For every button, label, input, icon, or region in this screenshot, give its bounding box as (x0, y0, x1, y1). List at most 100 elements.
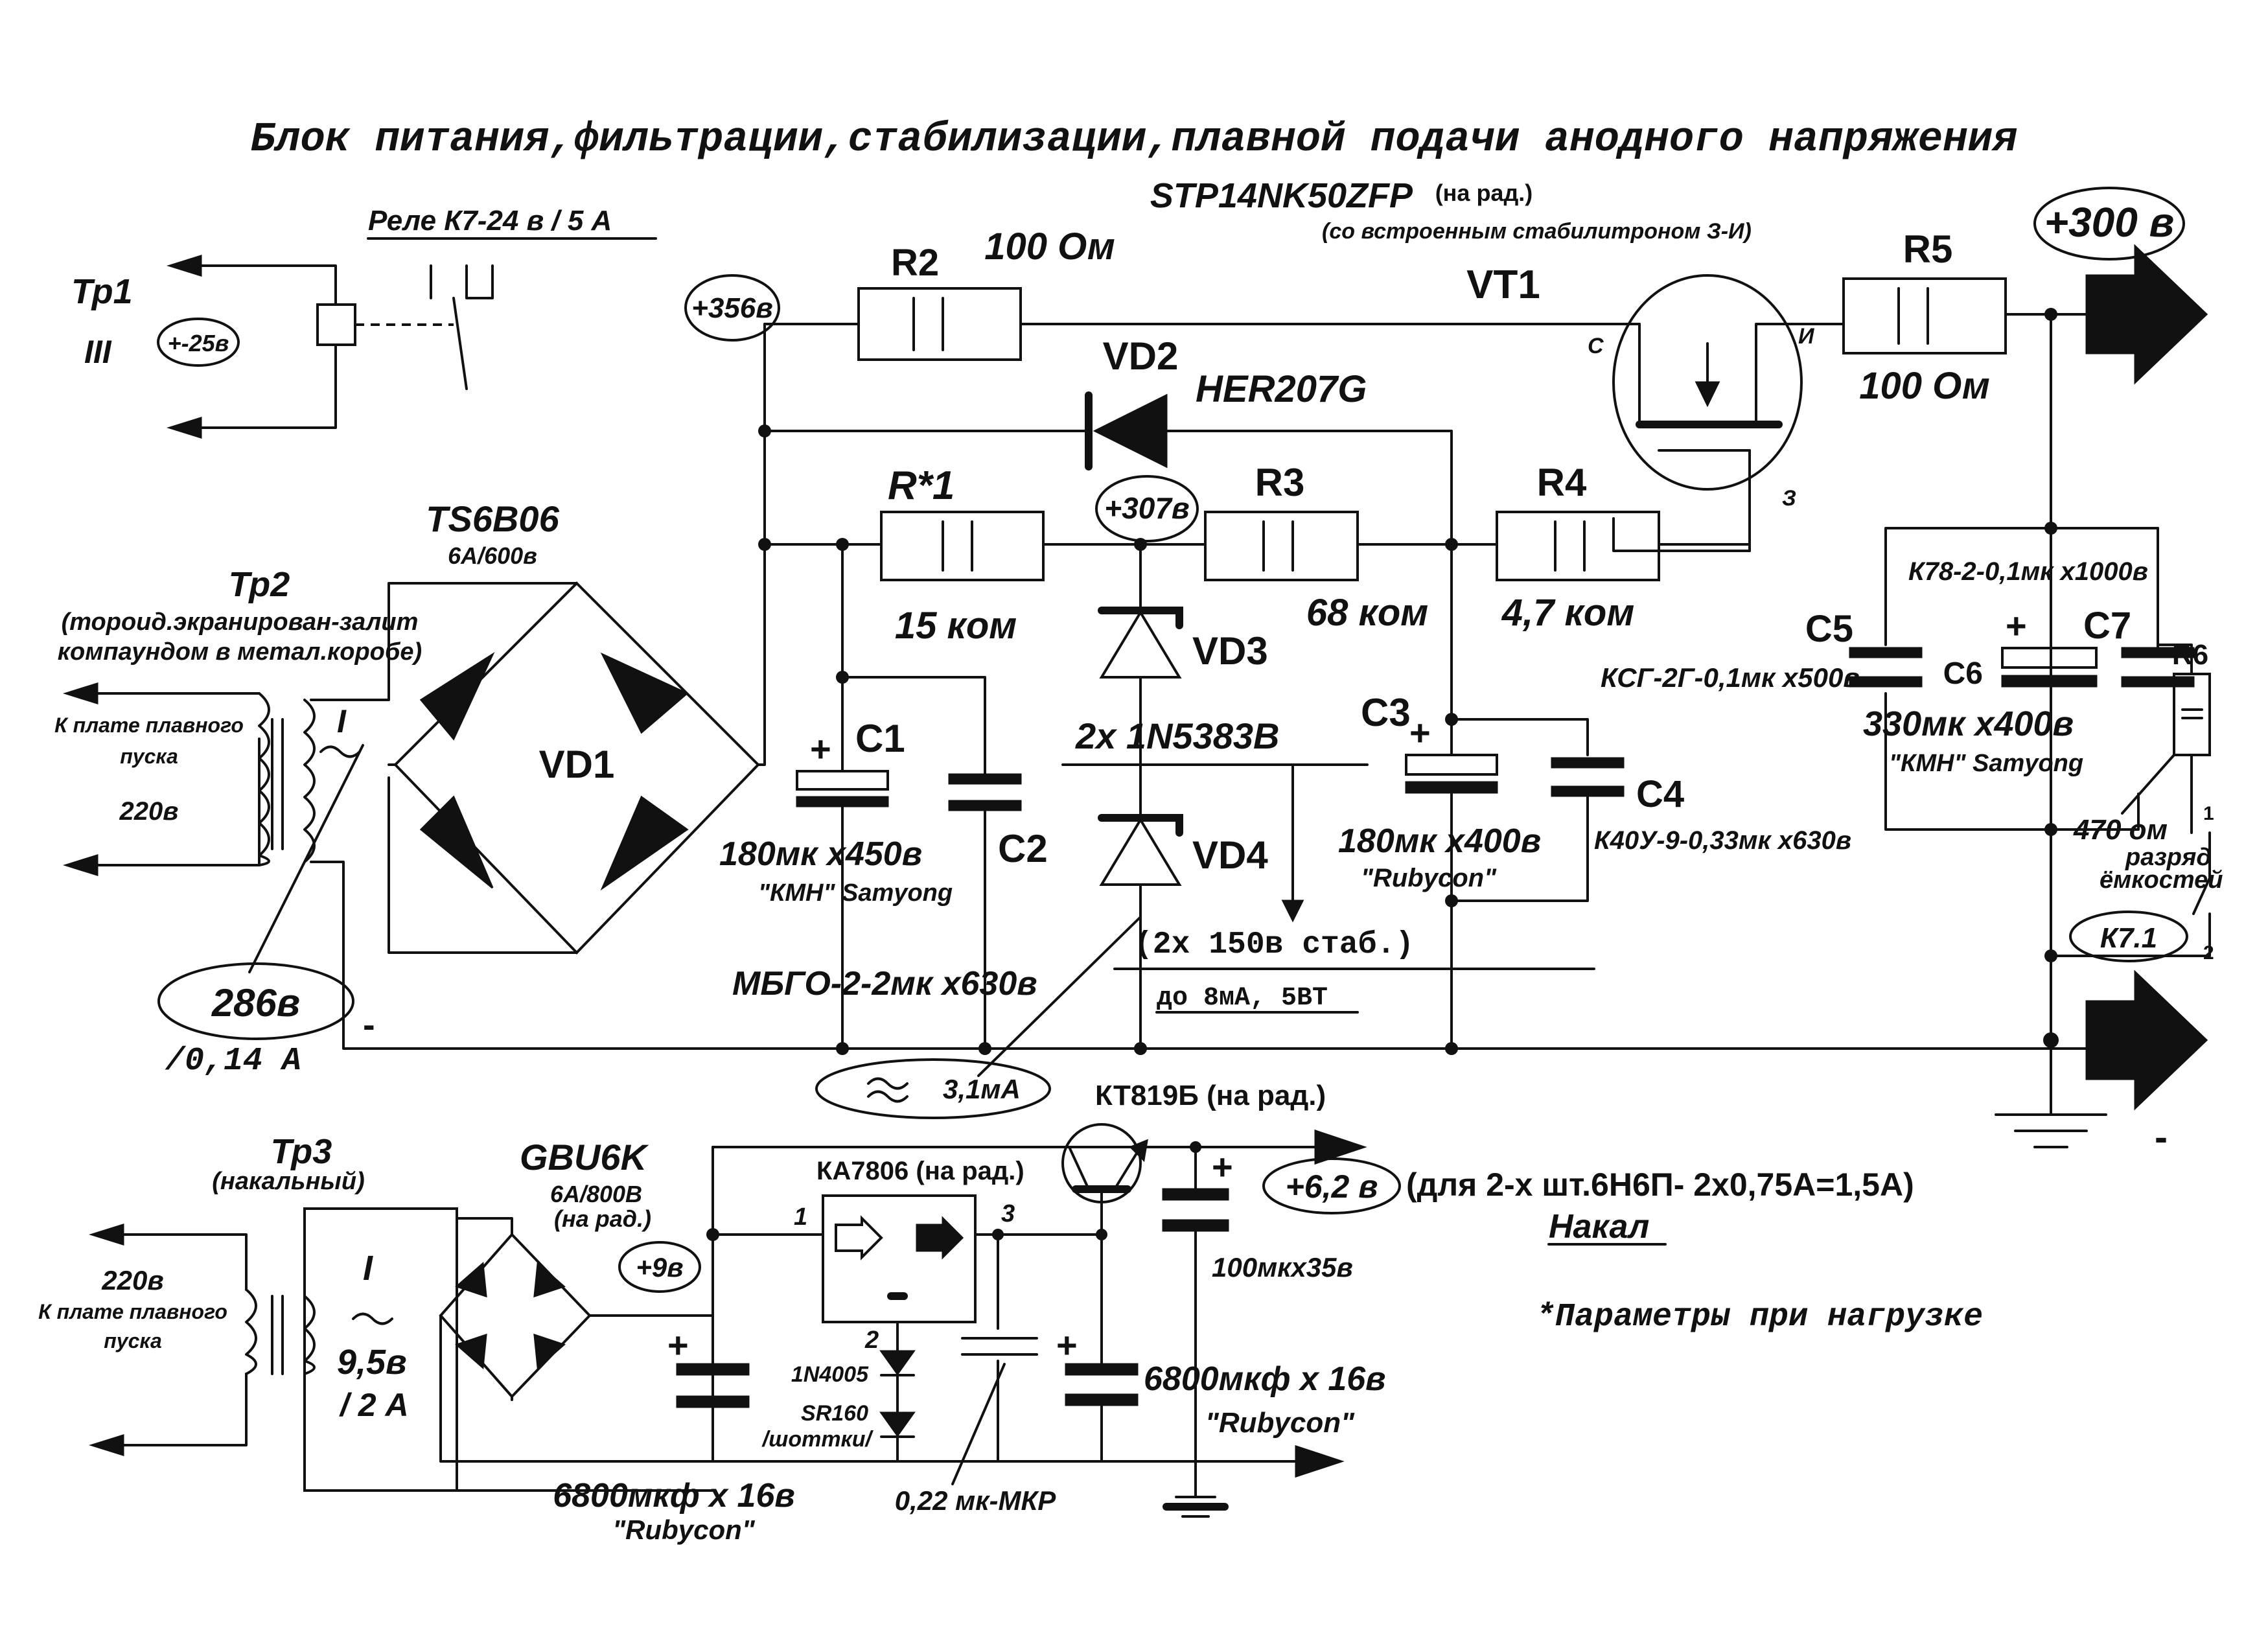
c1-name: C1 (855, 717, 905, 760)
capacitor-c2: C2 МБГО-2-2мк х630в (732, 773, 1048, 1003)
ka-name: КА7806 (на рад.) (816, 1157, 1024, 1185)
tr2-note2: компаундом в метал.коробе) (58, 638, 422, 666)
vt1-pin-c: С (1588, 334, 1604, 358)
node-minus: - (363, 1004, 375, 1045)
ground-lv (1163, 1460, 1229, 1518)
svg-text:+356в: +356в (691, 292, 773, 324)
capacitor-c7: C7 К78-2-0,1мк х1000в (1908, 557, 2195, 688)
zener-limit: до 8мА, 5ВТ (1157, 984, 1328, 1013)
tr3-desc: (накальный) (212, 1168, 365, 1195)
capacitor-c-in: + 6800мкф х 16в "Rubycon" (553, 1233, 795, 1545)
r3-name: R3 (1255, 461, 1305, 504)
transformer-tr1: Тр1 III +-25в (71, 272, 240, 370)
r5-value: 100 Ом (1859, 365, 1990, 407)
r6-desc2: ёмкостей (2100, 866, 2223, 894)
resistor-r5: R5 100 Ом (1842, 227, 2007, 407)
r1-name: R*1 (888, 463, 955, 508)
tr1-voltage: +-25в (168, 330, 229, 356)
vd3-name: VD3 (1192, 629, 1268, 673)
tr3-voltage: 9,5в (337, 1343, 407, 1382)
ka-pin1: 1 (794, 1203, 807, 1231)
kt-name: КТ819Б (на рад.) (1095, 1080, 1326, 1111)
heater-output: +6,2 в (для 2-х шт.6Н6П- 2х0,75А=1,5А) Н… (1262, 1157, 1914, 1246)
r6-value: 470 ом (2073, 814, 2168, 846)
gbu-mount: (на рад.) (554, 1205, 651, 1232)
r6-desc1: разряд (2125, 844, 2212, 871)
dsr-desc: /шоттки/ (761, 1427, 874, 1452)
capacitor-c-out: + 100мкх35в (1162, 1141, 1353, 1492)
c5-name: C5 (1805, 608, 1853, 650)
tr3-winding: I (363, 1249, 373, 1288)
svg-text:+: + (1212, 1146, 1233, 1187)
zener-parts: 2х 1N5383B (1075, 715, 1279, 756)
tr2-out-voltage: 286в (211, 981, 300, 1025)
resistor-r1: R*1 15 ком (880, 463, 1045, 647)
diode-bridge-vd1: TS6B06 6А/600в VD1 (388, 323, 766, 955)
mosfet-vt1: STP14NK50ZFP (на рад.) (со встроенным ст… (1150, 176, 1845, 552)
zener-stab: (2х 150в стаб.) (1134, 927, 1414, 962)
vt1-note: (со встроенным стабилитроном З-И) (1322, 219, 1752, 244)
page-title: Блок питания,фильтрации,стабилизации,пла… (251, 117, 2018, 163)
footnote: *Параметры при нагрузке (1536, 1299, 1983, 1336)
tr2-out-current: /0,14 А (165, 1043, 301, 1080)
tr3-input-voltage: 220в (101, 1265, 163, 1295)
c4-name: C4 (1636, 773, 1684, 815)
vt1-part: STP14NK50ZFP (1150, 176, 1413, 215)
c6-name: C6 (1943, 656, 1983, 691)
capacitor-c1: + C1 180мк х450в "КМН" Samyong (719, 717, 953, 907)
svg-text:+: + (667, 1325, 689, 1365)
relay-contact-k71: 1 2 К7.1 (2050, 803, 2214, 964)
vd2-name: VD2 (1103, 334, 1179, 378)
tr2-input-voltage: 220в (119, 797, 179, 826)
r4-value: 4,7 ком (1501, 592, 1634, 634)
ground-hv (1995, 1039, 2107, 1148)
svg-text:+: + (810, 728, 831, 769)
c6-value: 330мк х400в (1863, 704, 2074, 743)
tr1-name: Тр1 (71, 272, 133, 311)
capacitor-c-reg: + 6800мкф х 16в "Rubycon" (1056, 1229, 1386, 1463)
heater-desc: (для 2-х шт.6Н6П- 2х0,75А=1,5А) (1406, 1166, 1914, 1203)
c5-value: КСГ-2Г-0,1мк х500в (1601, 662, 1860, 693)
c-reg-brand: "Rubycon" (1205, 1407, 1355, 1439)
c3-brand: "Rubycon" (1361, 864, 1497, 892)
vt1-mount: (на рад.) (1435, 180, 1533, 206)
tr2-winding: I (337, 703, 347, 739)
vd1-rating: 6А/600в (448, 542, 537, 569)
svg-text:+: + (1409, 712, 1431, 753)
output-minus-arrow (2085, 969, 2208, 1111)
svg-text:+307в: +307в (1104, 491, 1189, 525)
capacitor-c-mkr: 0,22 мк-МКР (895, 1337, 1057, 1516)
diode-bridge-gbu6k: GBU6K 6А/800В (на рад.) (439, 1137, 714, 1463)
c-mkr-value: 0,22 мк-МКР (895, 1485, 1057, 1516)
ka-pin3: 3 (1001, 1200, 1015, 1227)
heater-label: Накал (1549, 1208, 1649, 1246)
tr3-input-label2: пуска (104, 1329, 162, 1352)
r3-value: 68 ком (1306, 592, 1428, 634)
svg-text:+9в: +9в (636, 1252, 683, 1282)
resistor-r3: R3 68 ком (1204, 461, 1428, 634)
node-307: +307в (1095, 475, 1199, 542)
vt1-pin-i: И (1798, 324, 1815, 349)
c1-brand: "КМН" Samyong (758, 879, 953, 907)
dsr-name: SR160 (801, 1401, 868, 1426)
r2-name: R2 (891, 242, 939, 284)
resistor-r2: R2 100 Ом (857, 226, 1115, 361)
regulator-ka7806: КА7806 (на рад.) 1 3 2 (794, 1157, 1103, 1463)
zener-vd3: VD3 (1098, 607, 1268, 679)
node-300: +300 в (2033, 187, 2185, 261)
capacitor-c5: C5 КСГ-2Г-0,1мк х500в (1601, 608, 1923, 693)
output-plus-arrow (2085, 244, 2208, 385)
vd4-name: VD4 (1192, 833, 1268, 877)
node-minus2: - (2155, 1115, 2168, 1159)
node-9v: +9в (618, 1241, 701, 1293)
tr3-current: / 2 А (339, 1387, 409, 1423)
c-out-value: 100мкх35в (1212, 1252, 1353, 1282)
diode-1n4005: 1N4005 (791, 1350, 916, 1387)
gbu-rating: 6А/800В (550, 1181, 642, 1207)
resistor-r4: R4 4,7 ком (1496, 461, 1660, 634)
c-in-value: 6800мкф х 16в (553, 1477, 795, 1515)
diode-vd2: VD2 HER207G (763, 334, 1453, 727)
svg-text:+300 в: +300 в (2044, 199, 2175, 246)
transistor-kt819b: КТ819Б (на рад.) (1061, 1080, 1326, 1236)
